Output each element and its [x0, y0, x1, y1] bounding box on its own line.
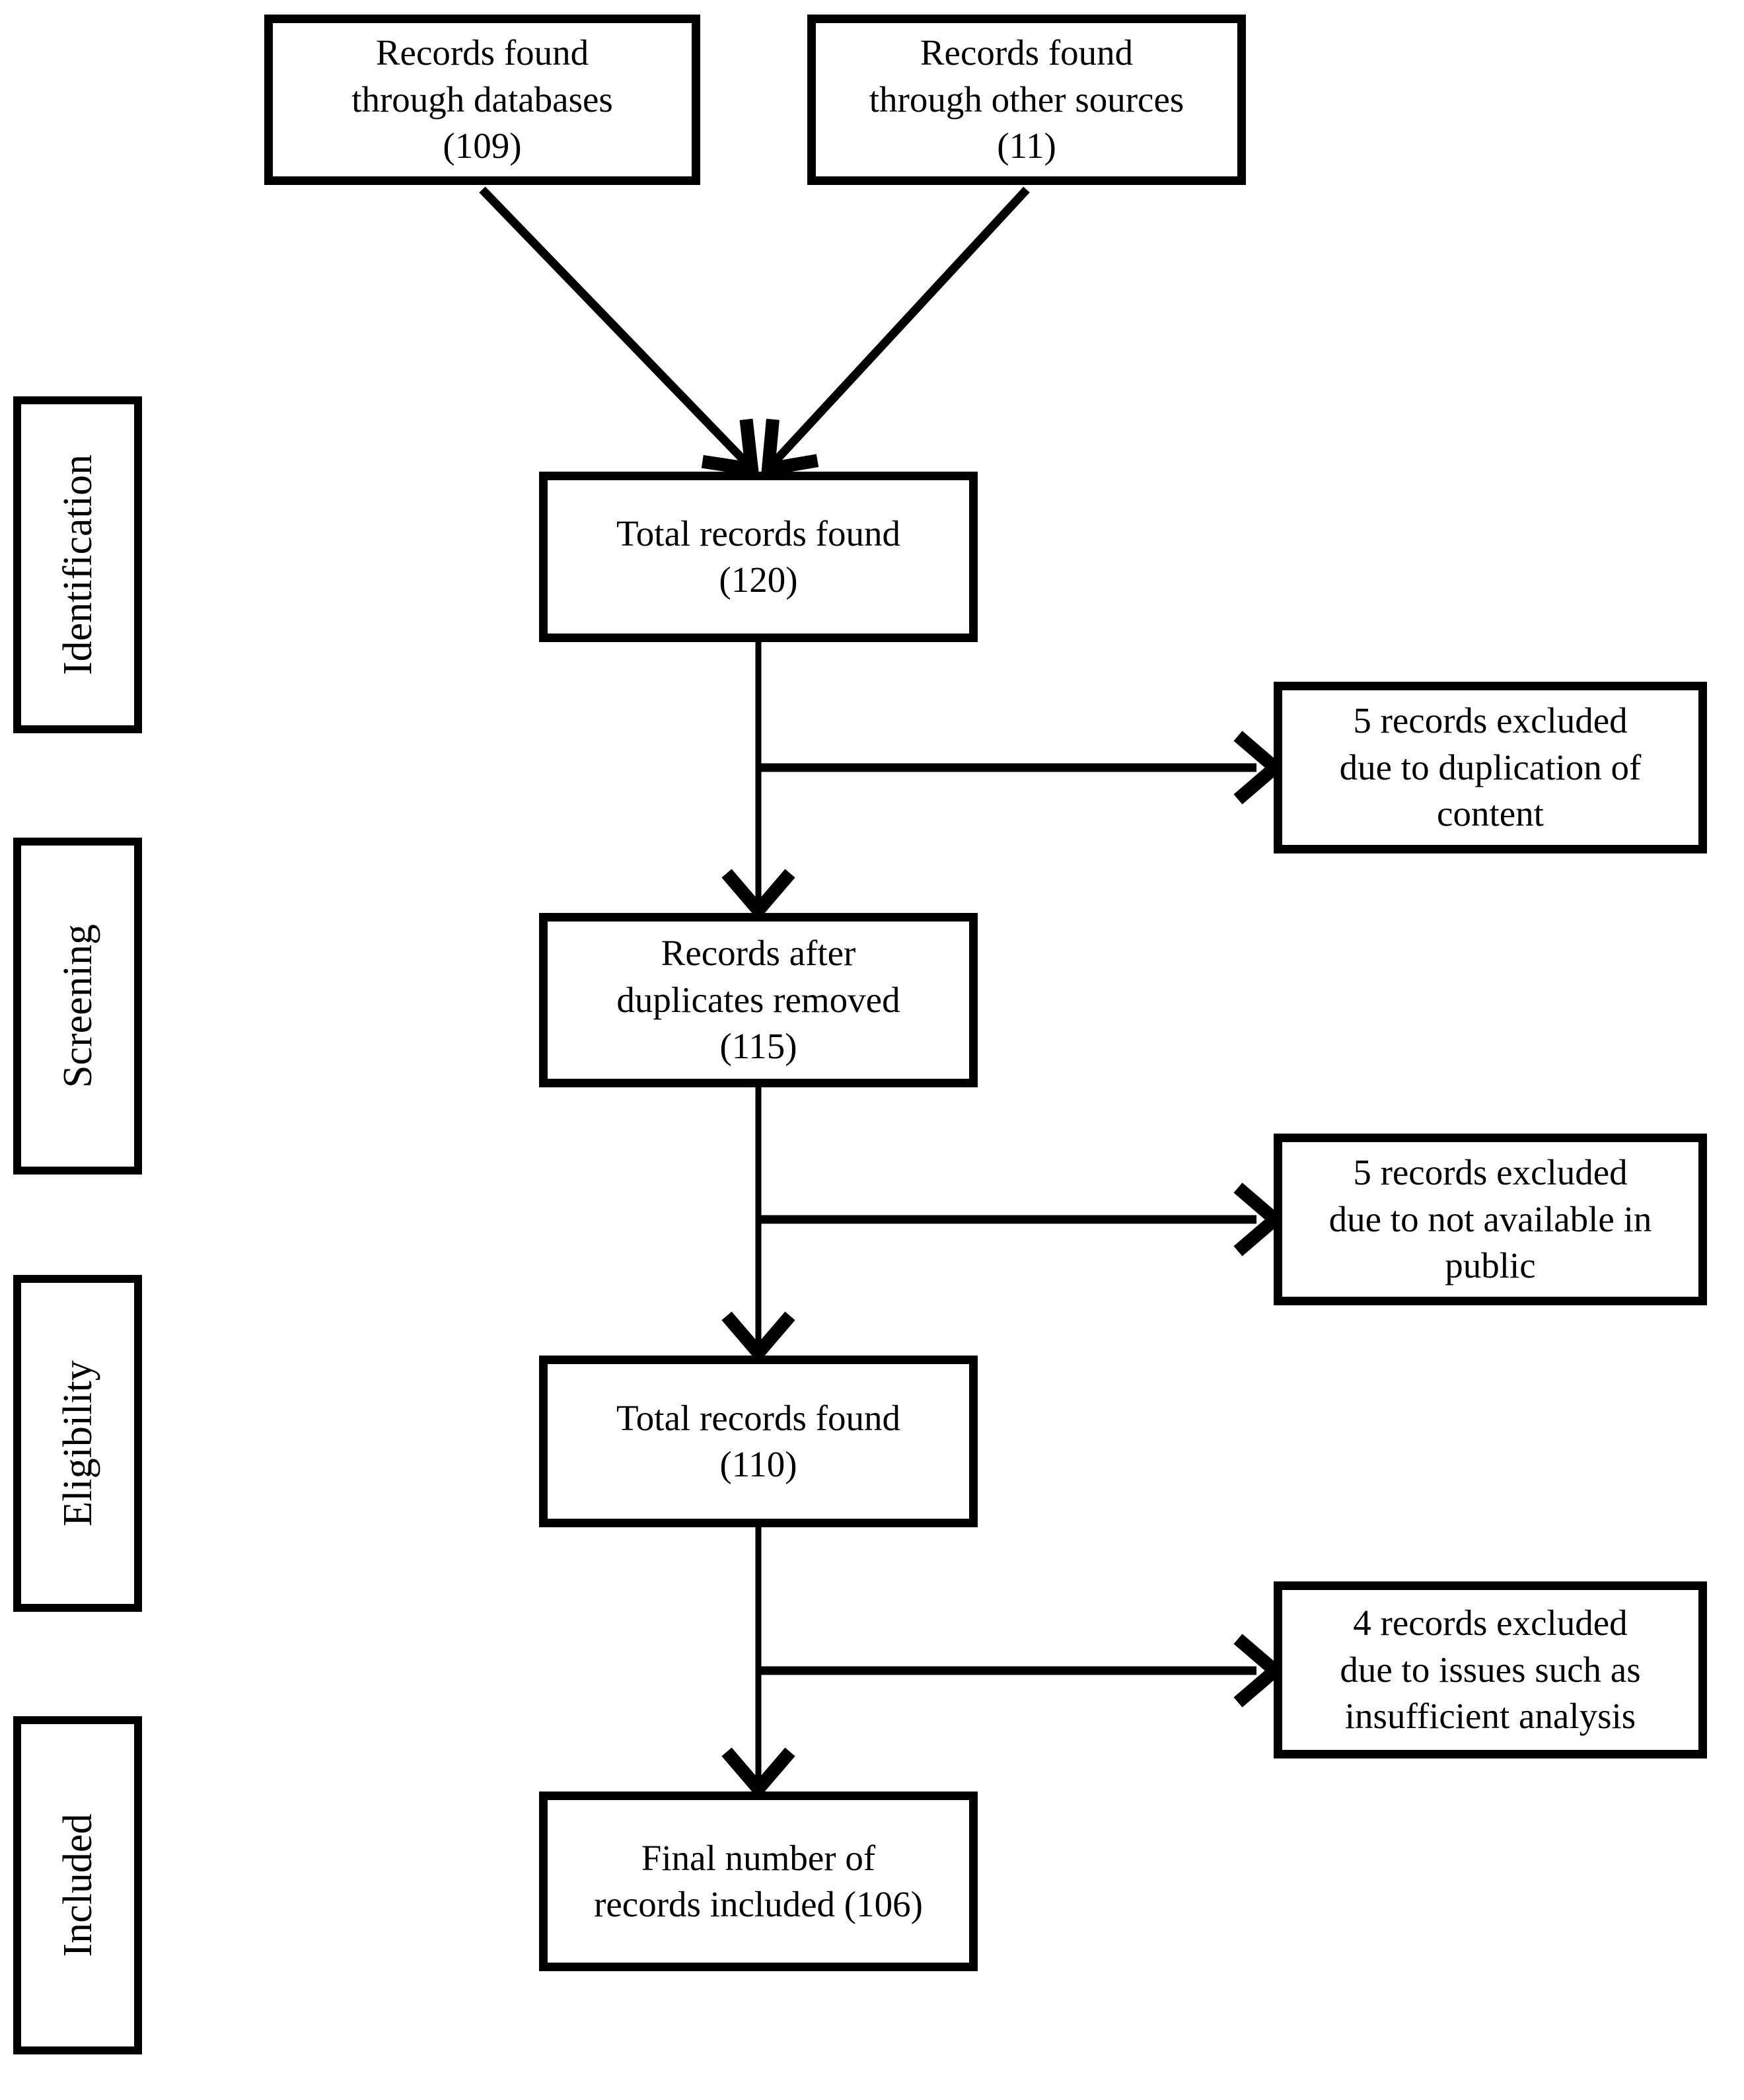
box-excluded-insufficient-analysis-text: 4 records excluded due to issues such as… [1340, 1603, 1641, 1737]
arrow-total-eligible-to-final [721, 1526, 795, 1799]
box-total-records-found-120-text: Total records found (120) [616, 513, 900, 600]
box-final-records-included-text: Final number of records included (106) [594, 1837, 923, 1924]
stage-box-included: Included [13, 1716, 142, 2054]
box-total-records-found-120: Total records found (120) [539, 472, 978, 642]
arrow-total-to-after-duplicates [721, 642, 795, 921]
stage-label-identification: Identification [55, 454, 100, 675]
stage-box-screening: Screening [13, 838, 142, 1175]
box-excluded-insufficient-analysis: 4 records excluded due to issues such as… [1274, 1581, 1707, 1758]
stage-label-eligibility: Eligibility [55, 1360, 100, 1527]
box-excluded-duplication-text: 5 records excluded due to duplication of… [1339, 700, 1642, 834]
box-records-after-duplicates-text: Records after duplicates removed (115) [616, 933, 900, 1067]
arrow-other-sources-to-total [760, 186, 1030, 478]
arrow-branch-to-excluded-not-public [758, 1182, 1286, 1256]
arrow-after-duplicates-to-total-eligible [721, 1087, 795, 1363]
stage-label-included: Included [55, 1813, 100, 1957]
stage-box-identification: Identification [13, 396, 142, 733]
stage-label-screening: Screening [55, 924, 100, 1088]
box-records-databases-text: Records found through databases (109) [351, 32, 613, 166]
box-excluded-duplication: 5 records excluded due to duplication of… [1274, 682, 1707, 853]
arrow-databases-to-total [479, 186, 760, 477]
box-excluded-not-public-text: 5 records excluded due to not available … [1328, 1152, 1652, 1286]
arrow-branch-to-excluded-insufficient [758, 1634, 1286, 1708]
box-final-records-included: Final number of records included (106) [539, 1792, 978, 1971]
box-total-records-found-110: Total records found (110) [539, 1356, 978, 1527]
box-excluded-not-public: 5 records excluded due to not available … [1274, 1134, 1707, 1305]
box-records-after-duplicates: Records after duplicates removed (115) [539, 913, 978, 1087]
box-total-records-found-110-text: Total records found (110) [616, 1397, 900, 1484]
box-records-databases: Records found through databases (109) [264, 15, 700, 185]
stage-box-eligibility: Eligibility [13, 1275, 142, 1612]
arrow-branch-to-excluded-duplication [758, 731, 1286, 805]
box-records-other-sources-text: Records found through other sources (11) [869, 32, 1184, 166]
box-records-other-sources: Records found through other sources (11) [807, 15, 1246, 185]
